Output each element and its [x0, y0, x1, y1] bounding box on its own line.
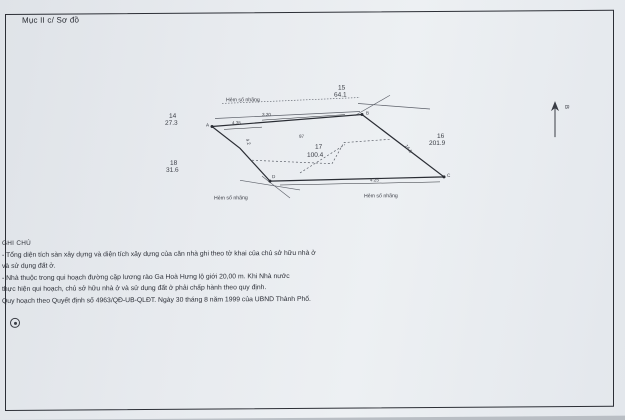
road-line-top	[214, 111, 361, 119]
road-label-bottom-right: Hẻm số nhãng	[364, 193, 398, 200]
dim-line-bottom	[279, 181, 441, 186]
lot-right-number: 16	[437, 132, 445, 140]
corner-label-d: D	[272, 174, 276, 180]
dim-line-top-mid	[261, 114, 346, 121]
road-edge-top	[221, 97, 361, 104]
road-line-bottom-left	[239, 180, 301, 191]
lot-left-top-number: 14	[169, 112, 177, 120]
notes-section: GHI CHÚ - Tổng diện tích sàn xây dựng và…	[2, 234, 602, 308]
corner-marker-b	[360, 112, 364, 116]
lot-right-area: 201.9	[429, 139, 446, 148]
dim-label-top-mid: 3.20	[262, 112, 271, 118]
lot-top-number: 15	[338, 84, 346, 92]
north-arrow-icon	[551, 101, 559, 138]
lot-left-number: 18	[170, 159, 178, 167]
lot-left-area: 31.6	[166, 166, 179, 174]
north-label: B	[563, 105, 570, 110]
lot-top-area: 64.1	[334, 91, 347, 99]
road-line-bottom-cross	[261, 175, 291, 199]
corner-label-b: B	[366, 110, 370, 116]
corner-label-c: C	[447, 172, 451, 178]
corner-marker-a	[210, 125, 214, 129]
corner-marker-d	[268, 179, 272, 183]
dim-line-top-left	[223, 126, 263, 130]
lot-main-number: 17	[315, 143, 323, 151]
punch-hole-icon	[10, 317, 20, 328]
main-lot-boundary	[210, 113, 446, 182]
corner-marker-c	[442, 175, 446, 179]
dim-label-a: 97	[299, 133, 305, 139]
corner-label-a: A	[206, 122, 210, 128]
neighbor-boundary-top	[354, 95, 391, 116]
dim-label-top-left: 4.35	[232, 120, 241, 126]
building-outline-diagonal	[299, 144, 346, 174]
road-label-bottom-left: Hẻm số nhãng	[214, 195, 248, 202]
road-label-top: Hẻm số nhãng	[226, 97, 260, 104]
neighbor-boundary-right	[357, 103, 431, 110]
dim-label-bottom: 4.25	[370, 177, 379, 183]
building-outline	[251, 138, 391, 165]
lot-main-area: 100.4	[307, 151, 324, 159]
lot-left-top-area: 27.3	[165, 119, 178, 127]
